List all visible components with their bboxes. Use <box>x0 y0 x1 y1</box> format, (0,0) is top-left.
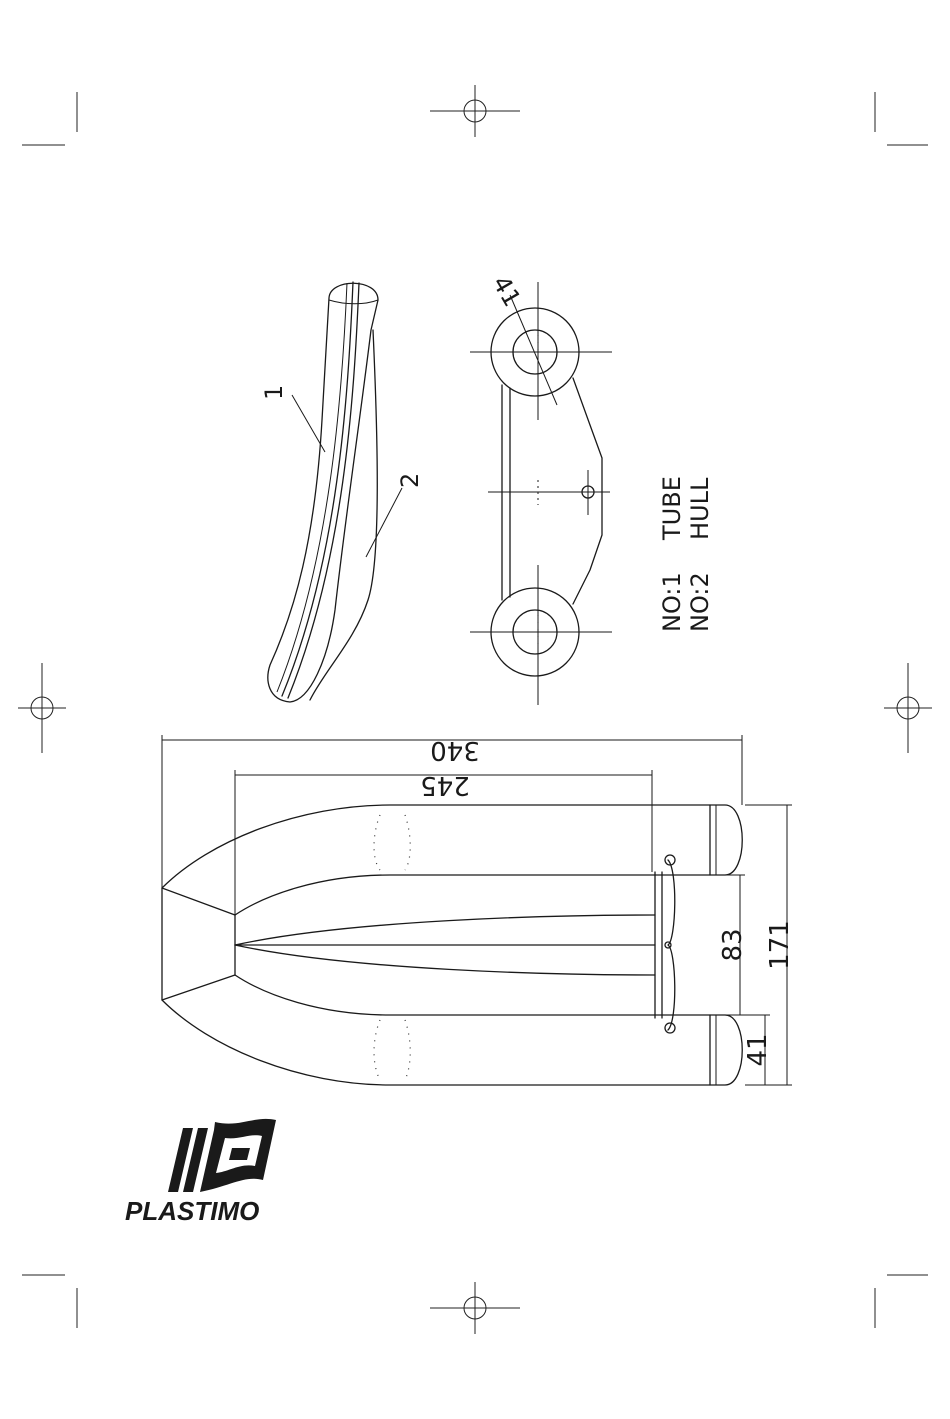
legend-item-2-name: HULL <box>686 477 714 540</box>
registration-mark-right <box>884 663 932 753</box>
dimensions: 340 245 171 83 41 <box>162 735 795 1085</box>
callout-tube-diameter: 41 <box>487 271 527 311</box>
plan-view <box>162 805 742 1085</box>
registration-mark-bottom <box>430 1282 520 1334</box>
side-profile-view: 1 2 <box>260 282 424 702</box>
callout-1-tube: 1 <box>260 385 288 400</box>
dimension-inner-width: 83 <box>718 928 748 961</box>
dimension-tube-diameter: 41 <box>743 1033 773 1066</box>
registration-mark-left <box>18 663 66 753</box>
callout-2-hull: 2 <box>396 473 424 488</box>
legend-item-2-number: NO:2 <box>686 572 714 632</box>
legend-item-1-number: NO:1 <box>658 572 686 632</box>
legend: NO:1 NO:2 TUBE HULL <box>658 476 714 632</box>
registration-mark-top <box>430 85 520 137</box>
dimension-overall-width: 171 <box>765 920 795 970</box>
dimension-inner-length: 245 <box>420 770 470 800</box>
dimension-overall-length: 340 <box>430 735 480 765</box>
brand-name: PLASTIMO <box>125 1196 259 1226</box>
legend-item-1-name: TUBE <box>658 476 686 541</box>
cross-section-view: 41 <box>470 271 612 705</box>
crop-marks <box>22 92 928 1328</box>
plastimo-logo: PLASTIMO <box>125 1119 276 1226</box>
